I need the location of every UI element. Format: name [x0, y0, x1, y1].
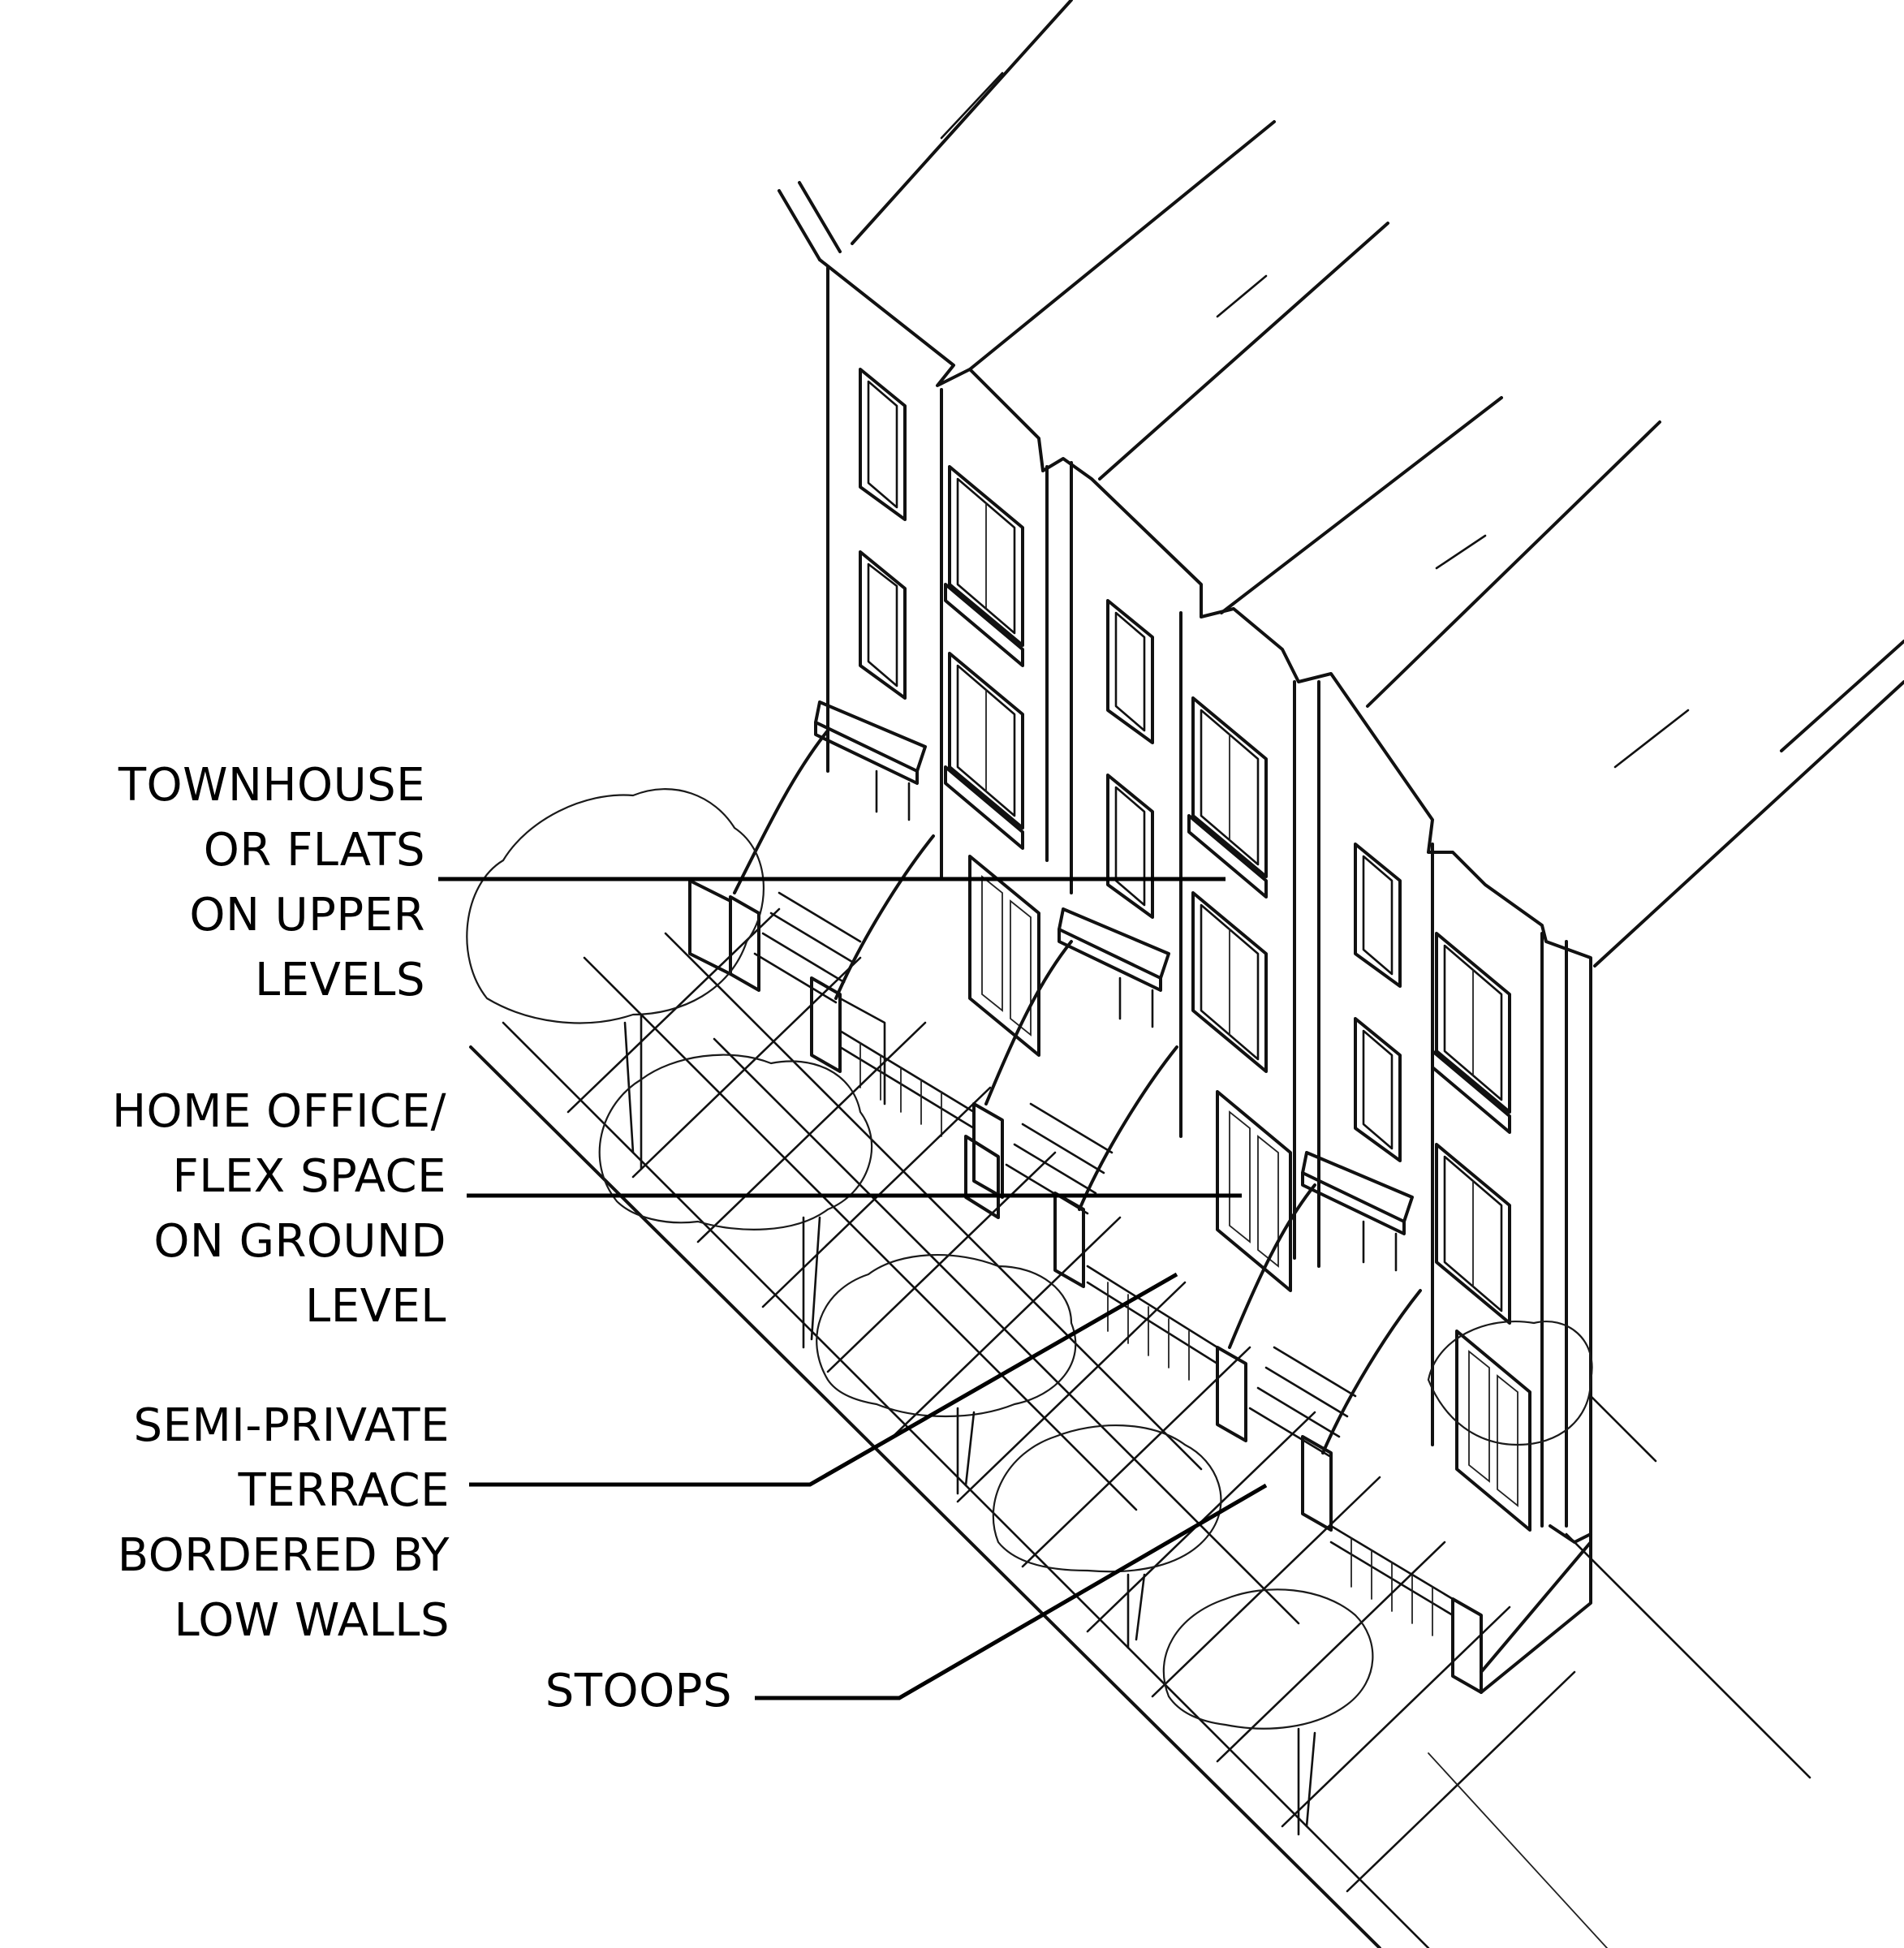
callout-stoops: STOOPS: [545, 1659, 732, 1724]
callout-upper-line-4: LEVELS: [254, 954, 425, 1006]
leader-lines: [438, 877, 1268, 1700]
callout-stoops-line-1: STOOPS: [545, 1665, 732, 1717]
sidewalk: [469, 907, 1811, 1948]
leader-terrace: [469, 1272, 1178, 1487]
callout-upper-line-2: OR FLATS: [203, 824, 425, 877]
leader-stoops: [755, 1483, 1268, 1700]
callout-ground-line-4: LEVEL: [305, 1280, 446, 1333]
callout-ground-level: HOME OFFICE/ FLEX SPACE ON GROUND LEVEL: [112, 1080, 446, 1339]
callout-ground-line-2: FLEX SPACE: [172, 1150, 446, 1203]
terrace-walls: [688, 879, 1592, 1694]
stoops: [729, 700, 1483, 1694]
street-trees: [466, 788, 1593, 1836]
roof-lines: [778, 0, 1904, 968]
callout-upper-levels: TOWNHOUSE OR FLATS ON UPPER LEVELS: [118, 753, 425, 1013]
callout-terrace-line-1: SEMI-PRIVATE: [133, 1399, 450, 1452]
ground-doors: [968, 855, 1531, 1532]
callout-ground-line-1: HOME OFFICE/: [111, 1085, 446, 1138]
callout-terrace-line-3: BORDERED BY: [117, 1529, 450, 1582]
callout-terrace: SEMI-PRIVATE TERRACE BORDERED BY LOW WAL…: [118, 1394, 450, 1653]
upper-windows: [859, 368, 1511, 1325]
building-facade: [818, 258, 1592, 1544]
callout-terrace-line-2: TERRACE: [238, 1464, 450, 1517]
callout-upper-line-3: ON UPPER: [189, 889, 425, 942]
callout-ground-line-3: ON GROUND: [153, 1215, 446, 1268]
callout-upper-line-1: TOWNHOUSE: [118, 759, 425, 812]
callout-terrace-line-4: LOW WALLS: [174, 1594, 450, 1647]
